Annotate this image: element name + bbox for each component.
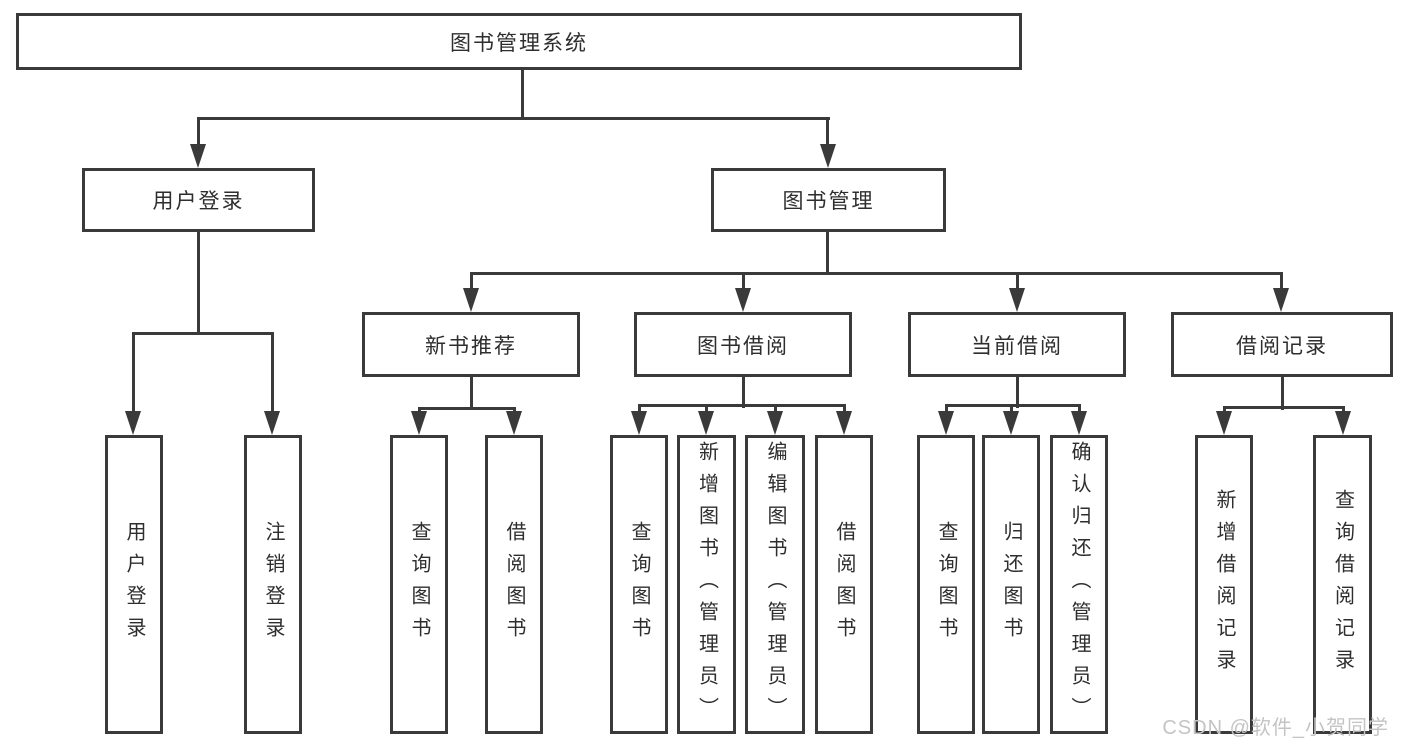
leaf-user-login: 用户登录 [105,435,163,734]
connector-line [470,272,1283,275]
connector-line [197,117,200,147]
leaf-label: 归还图书 [1000,520,1022,649]
connector-line [418,407,516,410]
leaf-query-borrow-record: 查询借阅记录 [1313,435,1372,734]
connector-line [945,404,948,414]
leaf-label: 新增图书（管理员） [695,440,718,729]
leaf-borrow-books-borrowing: 借阅图书 [815,435,873,734]
leaf-label: 新增借阅记录 [1213,488,1235,681]
arrow-down-icon [735,288,751,312]
connector-line [132,332,274,335]
connector-line [1280,272,1283,290]
node-new-book-recommend: 新书推荐 [362,312,580,377]
leaf-label: 注销登录 [262,520,284,649]
connector-line [843,404,846,414]
node-borrow-records: 借阅记录 [1171,312,1393,377]
arrow-down-icon [1216,411,1232,435]
connector-line [470,272,473,290]
arrow-down-icon [1009,288,1025,312]
connector-line [1342,406,1345,414]
connector-line [197,232,200,334]
leaf-query-books-recommend: 查询图书 [390,435,448,734]
csdn-watermark: CSDN @软件_小贺同学 [1162,717,1389,739]
node-book-management: 图书管理 [711,168,946,232]
connector-line [774,404,777,414]
leaf-add-books-admin: 新增图书（管理员） [677,435,736,734]
arrow-down-icon [836,411,852,435]
arrow-down-icon [938,411,954,435]
connector-line [1223,406,1345,409]
leaf-label: 借阅图书 [503,520,525,649]
leaf-query-books-current: 查询图书 [917,435,975,734]
arrow-down-icon [820,144,836,168]
node-label: 新书推荐 [425,334,517,358]
leaf-label: 查询借阅记录 [1331,488,1354,681]
connector-line [742,272,745,290]
leaf-query-books-borrowing: 查询图书 [610,435,668,734]
connector-line [826,117,829,147]
leaf-label: 编辑图书（管理员） [764,440,786,729]
arrow-down-icon [698,411,714,435]
connector-line [742,377,745,408]
arrow-down-icon [767,411,783,435]
node-book-borrowing: 图书借阅 [634,312,852,377]
connector-line [470,377,473,410]
node-user-login: 用户登录 [82,168,315,232]
leaf-label: 查询图书 [408,520,430,649]
node-label: 图书管理系统 [450,31,588,55]
arrow-down-icon [411,411,427,435]
connector-line [1010,404,1013,414]
leaf-label: 借阅图书 [833,520,855,649]
arrow-down-icon [463,288,479,312]
connector-line [1016,272,1019,290]
node-label: 借阅记录 [1236,334,1328,358]
arrow-down-icon [1335,411,1351,435]
leaf-label: 用户登录 [123,520,145,649]
arrow-down-icon [506,411,522,435]
connector-line [1078,404,1081,414]
node-library-management-system: 图书管理系统 [16,13,1022,70]
leaf-confirm-return-admin: 确认归还（管理员） [1050,435,1108,734]
leaf-label: 查询图书 [628,520,650,649]
node-label: 图书借阅 [697,334,789,358]
leaf-return-books: 归还图书 [982,435,1040,734]
arrow-down-icon [631,411,647,435]
connector-line [513,407,516,414]
connector-line [418,407,421,414]
leaf-label: 查询图书 [935,520,957,649]
connector-line [521,67,524,119]
connector-line [197,117,830,120]
node-label: 图书管理 [782,190,875,213]
arrow-down-icon [125,411,141,435]
leaf-label: 确认归还（管理员） [1068,440,1090,729]
connector-line [826,232,829,274]
arrow-down-icon [1003,411,1019,435]
leaf-add-borrow-record: 新增借阅记录 [1195,435,1253,734]
node-current-borrowing: 当前借阅 [908,312,1126,377]
leaf-edit-books-admin: 编辑图书（管理员） [745,435,805,734]
connector-line [1223,406,1226,414]
connector-line [132,332,135,414]
connector-line [945,404,1081,407]
connector-line [1016,377,1019,408]
node-label: 当前借阅 [971,334,1063,358]
arrow-down-icon [1071,411,1087,435]
connector-line [271,332,274,414]
leaf-borrow-books-recommend: 借阅图书 [485,435,543,734]
connector-line [705,404,708,414]
connector-line [638,404,846,407]
arrow-down-icon [190,144,206,168]
connector-line [1281,377,1284,410]
arrow-down-icon [264,411,280,435]
arrow-down-icon [1273,288,1289,312]
node-label: 用户登录 [152,190,245,213]
leaf-logout: 注销登录 [244,435,302,734]
connector-line [638,404,641,414]
